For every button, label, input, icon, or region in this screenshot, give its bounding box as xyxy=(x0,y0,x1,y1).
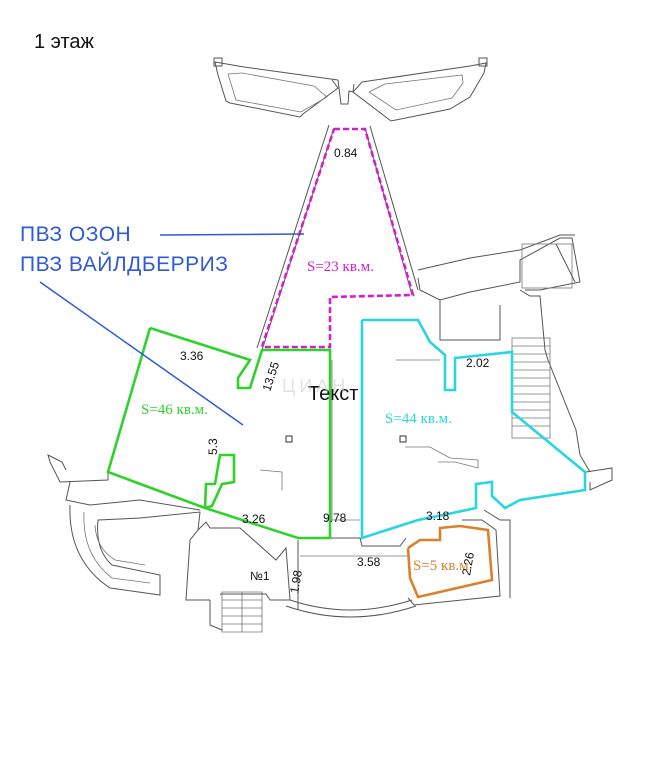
dim-3-36: 3.36 xyxy=(180,349,204,363)
dim-9-78: 9.78 xyxy=(323,511,347,525)
room-cyan-outline xyxy=(360,318,587,540)
center-text-label: Текст xyxy=(308,383,358,405)
room-green: S=46 кв.м. 3.36 13.55 5.3 3.26 9.78 xyxy=(106,326,347,540)
annotation-arrow-wildberries xyxy=(39,281,244,426)
room-orange-outline xyxy=(406,524,494,599)
room-orange: S=5 кв.м. 2.26 xyxy=(406,524,494,599)
dim-3-18: 3.18 xyxy=(426,509,450,523)
room-magenta-area-label: S=23 кв.м. xyxy=(307,259,374,275)
building-walls xyxy=(47,57,613,633)
watermark: ЦИАН xyxy=(282,376,349,396)
room-cyan: S=44 кв.м. 2.02 3.18 xyxy=(360,318,587,540)
room-green-area-label: S=46 кв.м. xyxy=(141,402,208,418)
dim-13-55: 13.55 xyxy=(260,360,283,393)
annotation-arrow-ozon xyxy=(159,233,305,236)
dim-3-26: 3.26 xyxy=(242,512,266,526)
room-green-outline xyxy=(106,326,332,540)
room-magenta: S=23 кв.м. 0.84 xyxy=(260,127,415,349)
column-marker-right xyxy=(399,435,407,443)
annotation-ozon: ПВЗ ОЗОН xyxy=(20,223,131,246)
dim-5-3: 5.3 xyxy=(206,438,220,455)
dim-0-84: 0.84 xyxy=(334,146,358,160)
annotations: ПВЗ ОЗОН ПВЗ ВАЙЛДБЕРРИЗ xyxy=(20,223,305,426)
column-marker-left xyxy=(285,435,293,443)
room-magenta-outline xyxy=(260,127,415,349)
dim-2-26: 2.26 xyxy=(459,551,477,577)
dim-1-98: 1.98 xyxy=(287,569,305,595)
room-orange-area-label: S=5 кв.м. xyxy=(413,558,472,574)
dim-3-58: 3.58 xyxy=(357,555,381,569)
annotation-wildberries: ПВЗ ВАЙЛДБЕРРИЗ xyxy=(20,252,228,276)
floor-label: 1 этаж xyxy=(34,31,95,53)
room-cyan-area-label: S=44 кв.м. xyxy=(385,411,452,427)
room-number-label: №1 xyxy=(250,569,270,583)
dim-2-02: 2.02 xyxy=(466,356,490,370)
